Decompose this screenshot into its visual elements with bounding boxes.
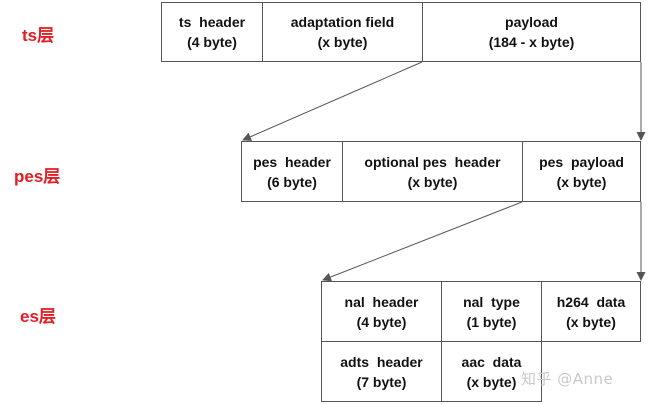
ts-payload-name: payload xyxy=(505,14,558,30)
h264-data-size: (x byte) xyxy=(566,313,616,330)
adts-header-name: adts header xyxy=(340,353,423,370)
h264-data-cell: h264 data (x byte) xyxy=(541,281,641,342)
pes-header-cell: pes header (6 byte) xyxy=(241,141,343,202)
watermark: 知乎 @Anne xyxy=(521,370,614,388)
h264-data-name: h264 data xyxy=(556,293,626,310)
optional-pes-header-name: optional pes header xyxy=(364,153,501,170)
ts-payload-size: (184 - x byte) xyxy=(488,34,575,50)
nal-type-size: (1 byte) xyxy=(466,313,517,330)
ts-to-pes-left-arrow xyxy=(242,61,423,141)
nal-type-cell: nal type (1 byte) xyxy=(441,281,542,342)
optional-pes-header-size: (x byte) xyxy=(407,173,458,190)
nal-header-cell: nal header (4 byte) xyxy=(321,281,442,342)
adaptation-field-name: adaptation field xyxy=(290,14,395,30)
nal-header-size: (4 byte) xyxy=(356,313,407,330)
es-layer-label: es层 xyxy=(20,307,56,326)
adts-header-size: (7 byte) xyxy=(356,373,407,390)
pes-to-es-left-arrow xyxy=(322,201,523,282)
pes-layer-label: pes层 xyxy=(14,167,61,186)
ts-header-name: ts header xyxy=(178,14,246,30)
pes-payload-size: (x byte) xyxy=(556,173,607,190)
aac-data-name: aac data xyxy=(461,353,522,370)
ts-header-cell: ts header (4 byte) xyxy=(161,2,263,62)
pes-payload-cell: pes payload (x byte) xyxy=(522,141,641,202)
aac-data-size: (x byte) xyxy=(466,373,517,390)
nal-type-name: nal type xyxy=(463,293,520,310)
pes-payload-name: pes payload xyxy=(539,153,624,170)
pes-header-size: (6 byte) xyxy=(267,173,317,190)
adts-header-cell: adts header (7 byte) xyxy=(321,341,442,402)
nal-header-name: nal header xyxy=(344,293,419,310)
pes-header-name: pes header xyxy=(253,153,331,170)
ts-header-size: (4 byte) xyxy=(187,34,237,50)
optional-pes-header-cell: optional pes header (x byte) xyxy=(342,141,523,202)
adaptation-field-size: (x byte) xyxy=(317,34,368,50)
adaptation-field-cell: adaptation field (x byte) xyxy=(262,2,423,62)
ts-payload-cell: payload (184 - x byte) xyxy=(422,2,641,62)
aac-data-cell: aac data (x byte) xyxy=(441,341,542,402)
ts-layer-label: ts层 xyxy=(22,26,55,45)
